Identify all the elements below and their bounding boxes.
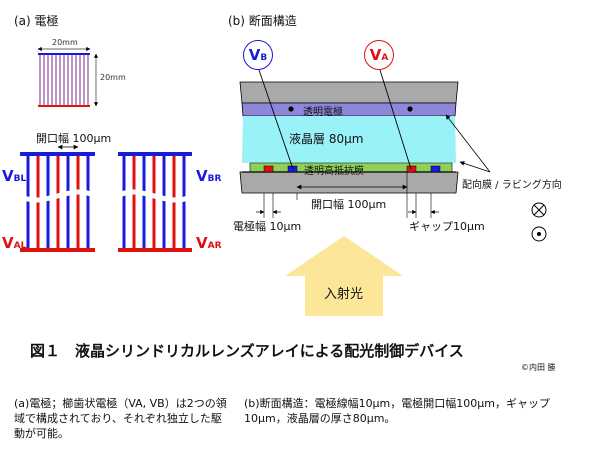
thumb-height-label: 20mm xyxy=(100,73,126,82)
panel-b-title: (b) 断面構造 xyxy=(228,14,297,28)
thumb-width-label: 20mm xyxy=(52,38,78,47)
incident-light-arrow xyxy=(285,236,403,316)
aperture-width-label: 開口幅 100μm xyxy=(311,198,387,211)
rubbing-out-of-page-icon xyxy=(531,226,547,242)
note-cross-section: (b)断面構造：電極線幅10μm，電極開口幅100μm，ギャップ10μm，液晶層… xyxy=(244,397,550,425)
incident-light-label: 入射光 xyxy=(324,287,364,302)
rubbing-into-page-icon xyxy=(531,202,547,218)
aperture-label: 開口幅 100μm xyxy=(36,132,112,145)
comb-electrodes-left xyxy=(20,152,95,252)
var-label: VAR xyxy=(196,234,222,252)
top-substrate xyxy=(239,81,459,104)
resistive-film-label: 透明高抵抗膜 xyxy=(304,166,364,177)
cross-section xyxy=(239,81,459,194)
electrode-width-label: 電極幅 10μm xyxy=(233,220,302,233)
credit: ©内田 勝 xyxy=(521,363,556,372)
va-terminal: VA xyxy=(364,40,394,70)
electrode-thumbnail xyxy=(38,53,90,107)
transparent-electrode-label: 透明電極 xyxy=(303,107,343,118)
electrode-blue-left xyxy=(287,165,298,173)
lc-layer xyxy=(242,116,456,163)
vbr-label: VBR xyxy=(196,167,222,185)
figure-caption: 図１ 液晶シリンドリカルレンズアレイによる配光制御デバイス xyxy=(30,342,464,360)
electrode-red-right xyxy=(406,165,417,173)
gap-label: ギャップ10μm xyxy=(409,220,485,233)
note-electrode: (a)電極；櫛歯状電極（VA, VB）は2つの領域で構成されており、それぞれ独立… xyxy=(14,397,227,440)
vb-terminal: VB xyxy=(243,40,273,70)
vbl-label: VBL xyxy=(2,167,27,185)
electrode-red-left xyxy=(263,165,274,173)
panel-a-title: (a) 電極 xyxy=(14,14,59,28)
val-label: VAL xyxy=(2,234,27,252)
alignment-film-label: 配向膜 / ラビング方向 xyxy=(462,180,562,191)
electrode-blue-right xyxy=(430,165,441,173)
lc-layer-label: 液晶層 80μm xyxy=(289,132,364,146)
region-divider xyxy=(18,189,194,203)
